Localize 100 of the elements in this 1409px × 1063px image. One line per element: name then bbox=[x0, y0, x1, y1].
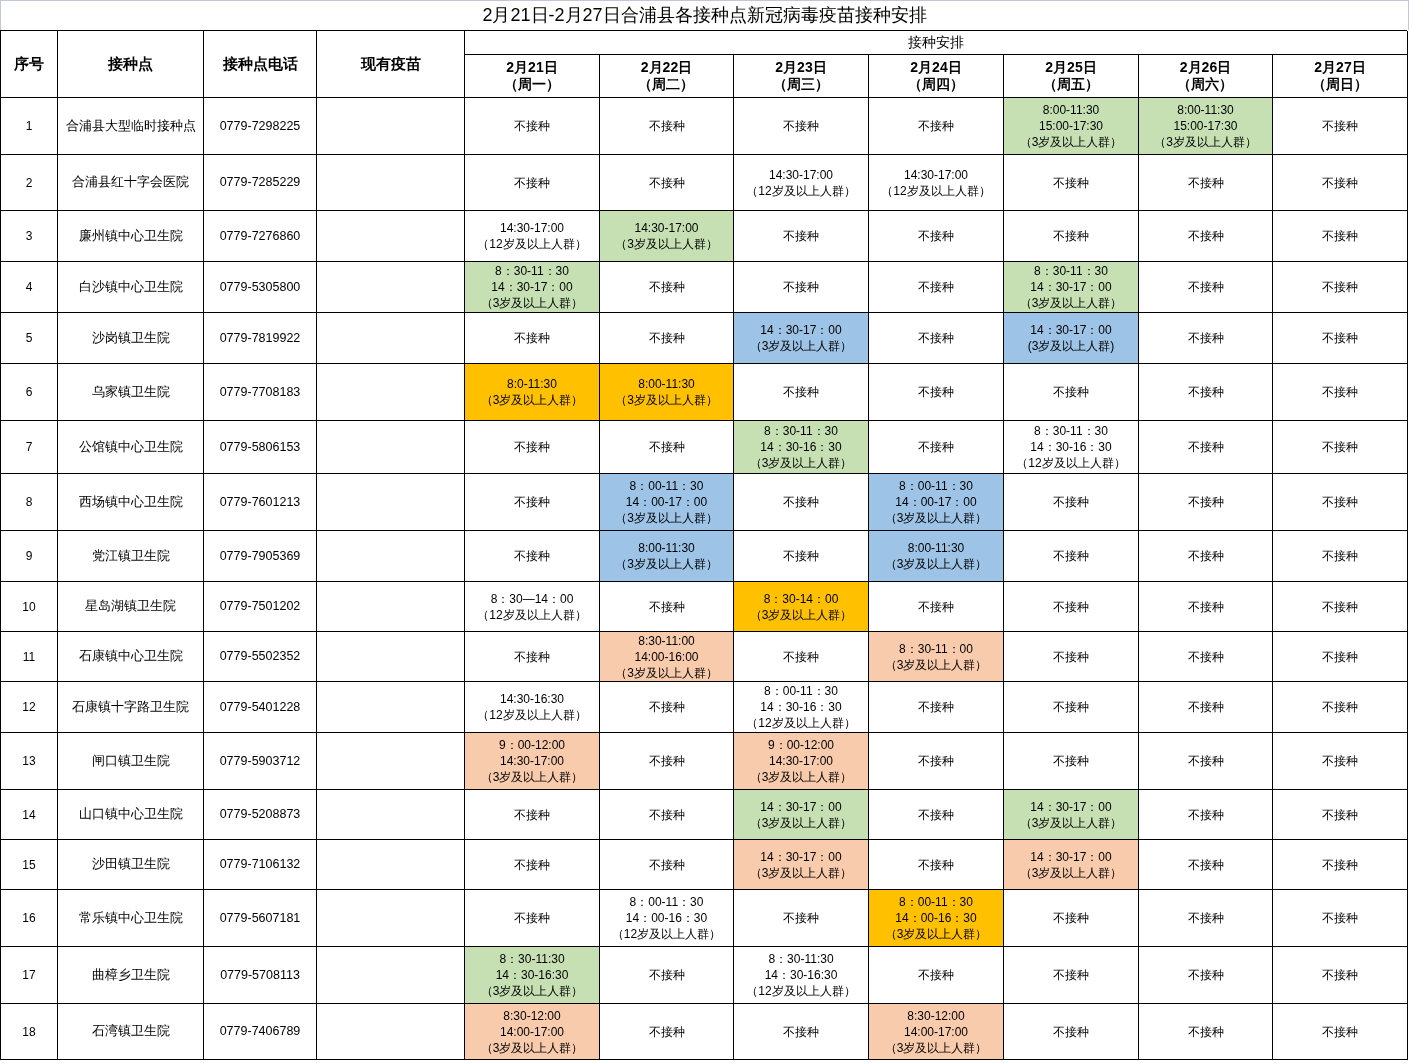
schedule-entry: 不接种 bbox=[1053, 699, 1089, 715]
column-header: 2月23日（周三） bbox=[772, 59, 830, 93]
phone-number: 0779-7106132 bbox=[204, 840, 317, 890]
schedule-entry: 8：30-11：30 14：30-16：30 （3岁及以上人群） bbox=[748, 423, 854, 471]
schedule-entry: 不接种 bbox=[514, 439, 550, 455]
site-name: 闸口镇卫生院 bbox=[58, 733, 204, 790]
column-header: 接种点电话 bbox=[204, 31, 317, 98]
column-header: 序号 bbox=[1, 31, 58, 98]
schedule-entry: 不接种 bbox=[783, 228, 819, 244]
site-name: 石康镇十字路卫生院 bbox=[58, 682, 204, 733]
schedule-entry: 14：30-17：00 （3岁及以上人群） bbox=[1018, 848, 1124, 881]
schedule-entry: 不接种 bbox=[648, 118, 685, 134]
schedule-entry: 不接种 bbox=[1322, 1023, 1358, 1040]
schedule-entry: 不接种 bbox=[1187, 856, 1224, 873]
site-name: 石湾镇卫生院 bbox=[58, 1004, 204, 1060]
schedule-entry: 不接种 bbox=[918, 439, 954, 455]
schedule-entry: 不接种 bbox=[1053, 228, 1089, 244]
schedule-entry: 不接种 bbox=[918, 330, 954, 346]
column-header: 2月22日（周二） bbox=[637, 59, 696, 93]
schedule-entry: 不接种 bbox=[1322, 699, 1358, 715]
site-name: 乌家镇卫生院 bbox=[58, 364, 204, 421]
schedule-entry: 不接种 bbox=[1322, 279, 1358, 295]
row-number: 13 bbox=[1, 733, 58, 790]
schedule-entry: 不接种 bbox=[1322, 910, 1358, 926]
schedule-entry: 14：30-17：00 （3岁及以上人群） bbox=[748, 848, 854, 881]
schedule-entry: 不接种 bbox=[648, 967, 685, 983]
schedule-entry: 不接种 bbox=[514, 910, 550, 926]
schedule-entry: 8：30-11：30 14：30-16：30 （12岁及以上人群） bbox=[1015, 423, 1127, 471]
phone-number: 0779-7406789 bbox=[204, 1004, 317, 1060]
row-number: 4 bbox=[1, 262, 58, 313]
column-header: 接种点 bbox=[58, 31, 204, 98]
schedule-entry: 不接种 bbox=[918, 856, 954, 873]
row-number: 1 bbox=[1, 98, 58, 155]
schedule-entry: 不接种 bbox=[1187, 330, 1224, 346]
column-header: 2月26日（周六） bbox=[1176, 59, 1235, 93]
schedule-entry: 8：30-11：00 （3岁及以上人群） bbox=[883, 640, 989, 673]
schedule-entry: 不接种 bbox=[918, 384, 954, 400]
site-name: 山口镇中心卫生院 bbox=[58, 790, 204, 840]
schedule-entry: 8:30-12:00 14:00-17:00 （3岁及以上人群） bbox=[883, 1007, 989, 1056]
schedule-entry: 不接种 bbox=[918, 228, 954, 244]
schedule-entry: 8：00-11：30 14：00-16：30 （12岁及以上人群） bbox=[610, 894, 723, 942]
schedule-entry: 不接种 bbox=[1187, 439, 1224, 455]
schedule-entry: 14:30-17:00 （12岁及以上人群） bbox=[476, 220, 588, 252]
schedule-entry: 不接种 bbox=[1187, 753, 1224, 769]
row-number: 2 bbox=[1, 155, 58, 211]
schedule-entry: 8：30-11:30 14：30-16:30 （3岁及以上人群） bbox=[479, 951, 585, 999]
phone-number: 0779-5208873 bbox=[204, 790, 317, 840]
phone-number: 0779-5502352 bbox=[204, 632, 317, 682]
schedule-entry: 不接种 bbox=[1322, 856, 1358, 873]
schedule-entry: 不接种 bbox=[1322, 648, 1358, 665]
schedule-entry: 不接种 bbox=[1322, 174, 1358, 191]
schedule-entry: 不接种 bbox=[783, 548, 819, 564]
column-header: 2月27日（周日） bbox=[1311, 59, 1369, 93]
schedule-entry: 8：00-11：30 14：00-17：00 （3岁及以上人群） bbox=[614, 478, 719, 526]
schedule-entry: 不接种 bbox=[514, 118, 550, 134]
site-name: 沙田镇卫生院 bbox=[58, 840, 204, 890]
schedule-entry: 8:00-11:30 （3岁及以上人群） bbox=[883, 540, 989, 572]
row-number: 8 bbox=[1, 474, 58, 531]
site-name: 石康镇中心卫生院 bbox=[58, 632, 204, 682]
schedule-entry: 不接种 bbox=[1322, 118, 1358, 134]
schedule-entry: 14：30-17：00 (3岁及以上人群) bbox=[1026, 322, 1116, 354]
row-number: 7 bbox=[1, 421, 58, 474]
schedule-entry: 不接种 bbox=[1053, 174, 1089, 191]
site-name: 党江镇卫生院 bbox=[58, 531, 204, 582]
schedule-entry: 8：30-11：30 14：30-17：00 （3岁及以上人群） bbox=[1018, 263, 1124, 311]
phone-number: 0779-7285229 bbox=[204, 155, 317, 211]
schedule-entry: 8:30-12:00 14:00-17:00 （3岁及以上人群） bbox=[479, 1007, 585, 1056]
schedule-entry: 不接种 bbox=[1053, 910, 1089, 926]
schedule-entry: 不接种 bbox=[1322, 753, 1358, 769]
schedule-entry: 不接种 bbox=[1322, 494, 1358, 510]
site-name: 星岛湖镇卫生院 bbox=[58, 582, 204, 632]
schedule-entry: 14：30-17：00 （3岁及以上人群） bbox=[748, 798, 854, 831]
phone-number: 0779-5708113 bbox=[204, 947, 317, 1004]
schedule-entry: 不接种 bbox=[648, 598, 685, 615]
schedule-entry: 不接种 bbox=[1187, 279, 1224, 295]
schedule-entry: 不接种 bbox=[918, 598, 954, 615]
column-header: 2月21日（周一） bbox=[503, 59, 561, 93]
schedule-entry: 8：30-11:30 14：30-16:30 （12岁及以上人群） bbox=[745, 951, 857, 999]
schedule-entry: 不接种 bbox=[648, 330, 685, 346]
schedule-entry: 不接种 bbox=[648, 174, 685, 191]
schedule-entry: 14:30-17:00 （12岁及以上人群） bbox=[745, 166, 857, 199]
schedule-entry: 不接种 bbox=[1187, 910, 1224, 926]
schedule-entry: 不接种 bbox=[1187, 648, 1224, 665]
schedule-entry: 不接种 bbox=[783, 494, 819, 510]
row-number: 10 bbox=[1, 582, 58, 632]
schedule-entry: 不接种 bbox=[1322, 598, 1358, 615]
row-number: 6 bbox=[1, 364, 58, 421]
schedule-entry: 不接种 bbox=[1322, 439, 1358, 455]
column-header: 2月25日（周五） bbox=[1042, 59, 1100, 93]
schedule-entry: 不接种 bbox=[1322, 806, 1358, 823]
phone-number: 0779-5806153 bbox=[204, 421, 317, 474]
site-name: 西场镇中心卫生院 bbox=[58, 474, 204, 531]
phone-number: 0779-7601213 bbox=[204, 474, 317, 531]
site-name: 白沙镇中心卫生院 bbox=[58, 262, 204, 313]
schedule-entry: 不接种 bbox=[1322, 548, 1358, 564]
schedule-entry: 不接种 bbox=[918, 118, 954, 134]
phone-number: 0779-7905369 bbox=[204, 531, 317, 582]
schedule-entry: 不接种 bbox=[1053, 494, 1089, 510]
schedule-entry: 8：00-11：30 14：00-17：00 （3岁及以上人群） bbox=[883, 478, 989, 526]
schedule-entry: 8:00-11:30 （3岁及以上人群） bbox=[614, 540, 719, 572]
